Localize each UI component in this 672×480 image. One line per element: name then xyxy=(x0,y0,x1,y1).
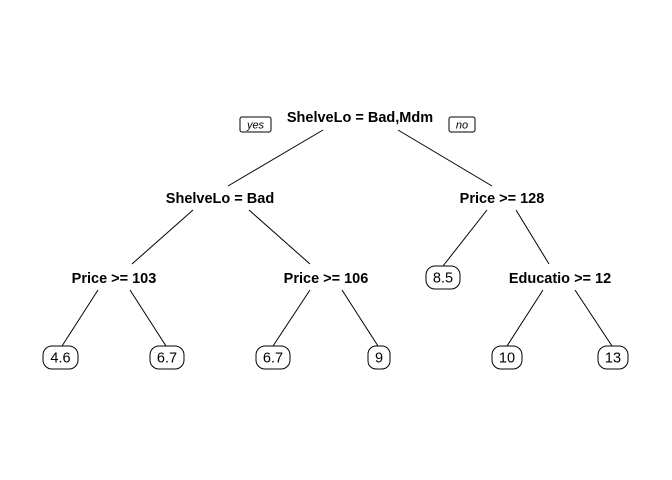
edge-lr-lrr xyxy=(341,289,379,347)
leaf-node: 6.7 xyxy=(255,345,291,370)
edge-ll-llr xyxy=(129,289,167,347)
node-root-label: ShelveLo = Bad,Mdm xyxy=(287,110,433,126)
edge-l-lr xyxy=(248,209,311,265)
leaf-node: 6.7 xyxy=(149,345,185,370)
edge-r-rr xyxy=(515,209,550,265)
edge-rr-rrr xyxy=(574,289,613,347)
no-tag: no xyxy=(448,116,476,133)
node-rr-label: Educatio >= 12 xyxy=(509,271,611,287)
edge-rr-rrl xyxy=(506,289,544,347)
leaf-llr-value: 6.7 xyxy=(157,351,177,367)
leaf-node: 13 xyxy=(597,345,629,370)
no-tag-text: no xyxy=(456,120,468,132)
node-ll-label: Price >= 103 xyxy=(72,271,157,287)
leaf-node: 4.6 xyxy=(42,345,79,370)
leaf-lll-value: 4.6 xyxy=(50,351,70,367)
leaf-lrr-value: 9 xyxy=(375,351,383,367)
edge-r-rl xyxy=(442,209,488,267)
leaf-node: 10 xyxy=(491,345,523,370)
edge-root-left xyxy=(227,129,324,187)
edge-lr-lrl xyxy=(272,289,311,347)
node-lr-label: Price >= 106 xyxy=(284,271,369,287)
yes-tag: yes xyxy=(239,116,272,133)
leaf-node: 8.5 xyxy=(425,265,461,290)
edge-root-right xyxy=(397,129,493,187)
edge-l-ll xyxy=(131,209,194,265)
leaf-node: 9 xyxy=(367,345,391,370)
node-r-label: Price >= 128 xyxy=(460,191,545,207)
leaf-lrl-value: 6.7 xyxy=(263,351,283,367)
node-l-label: ShelveLo = Bad xyxy=(166,191,274,207)
leaf-rrr-value: 13 xyxy=(605,351,621,367)
leaf-rl-value: 8.5 xyxy=(433,271,453,287)
leaf-rrl-value: 10 xyxy=(499,351,515,367)
yes-tag-text: yes xyxy=(246,120,265,132)
edge-ll-lll xyxy=(61,289,99,347)
